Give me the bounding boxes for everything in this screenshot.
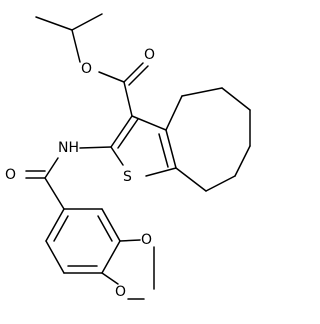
ester-group — [98, 62, 149, 117]
ester-carbonyl-oxygen-label: O — [144, 47, 155, 63]
ester-oxygen-label: O — [81, 61, 92, 77]
benzene-ring — [45, 208, 121, 274]
thiophene-ring — [110, 115, 177, 177]
amide-nitrogen-label: NH — [58, 140, 79, 156]
dioxole-lower-oxygen-label: O — [115, 284, 126, 300]
thiophene-sulfur-label: S — [123, 169, 132, 185]
amide-linkage — [25, 146, 112, 210]
dioxole-upper-oxygen-label: O — [141, 232, 152, 248]
amide-oxygen-label: O — [5, 167, 16, 183]
isopropyl-group — [35, 13, 103, 63]
cycloheptane-ring — [165, 87, 251, 192]
dioxole-ring — [101, 239, 155, 300]
chemical-structure-diagram: O O NH S O O O — [5, 13, 251, 300]
